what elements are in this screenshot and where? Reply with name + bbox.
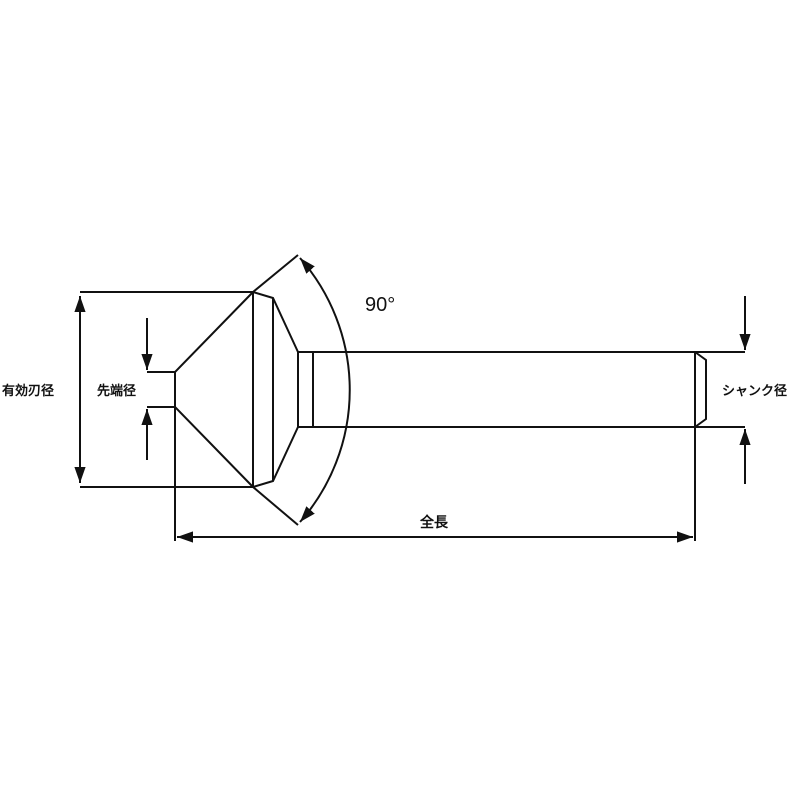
overall-length-label: 全長 bbox=[420, 515, 448, 531]
effective-diameter-label: 有効刃径 bbox=[2, 384, 55, 399]
tip-diameter-dimension bbox=[141, 318, 176, 541]
cutter-head bbox=[174, 291, 314, 488]
shank-diameter-label: シャンク径 bbox=[722, 384, 788, 399]
angle-dimension bbox=[252, 254, 351, 526]
tip-diameter-label: 先端径 bbox=[97, 384, 137, 399]
angle-label: 90° bbox=[365, 294, 396, 316]
effective-diameter-dimension bbox=[74, 291, 253, 488]
shank bbox=[298, 351, 707, 541]
shank-diameter-dimension bbox=[695, 296, 751, 484]
